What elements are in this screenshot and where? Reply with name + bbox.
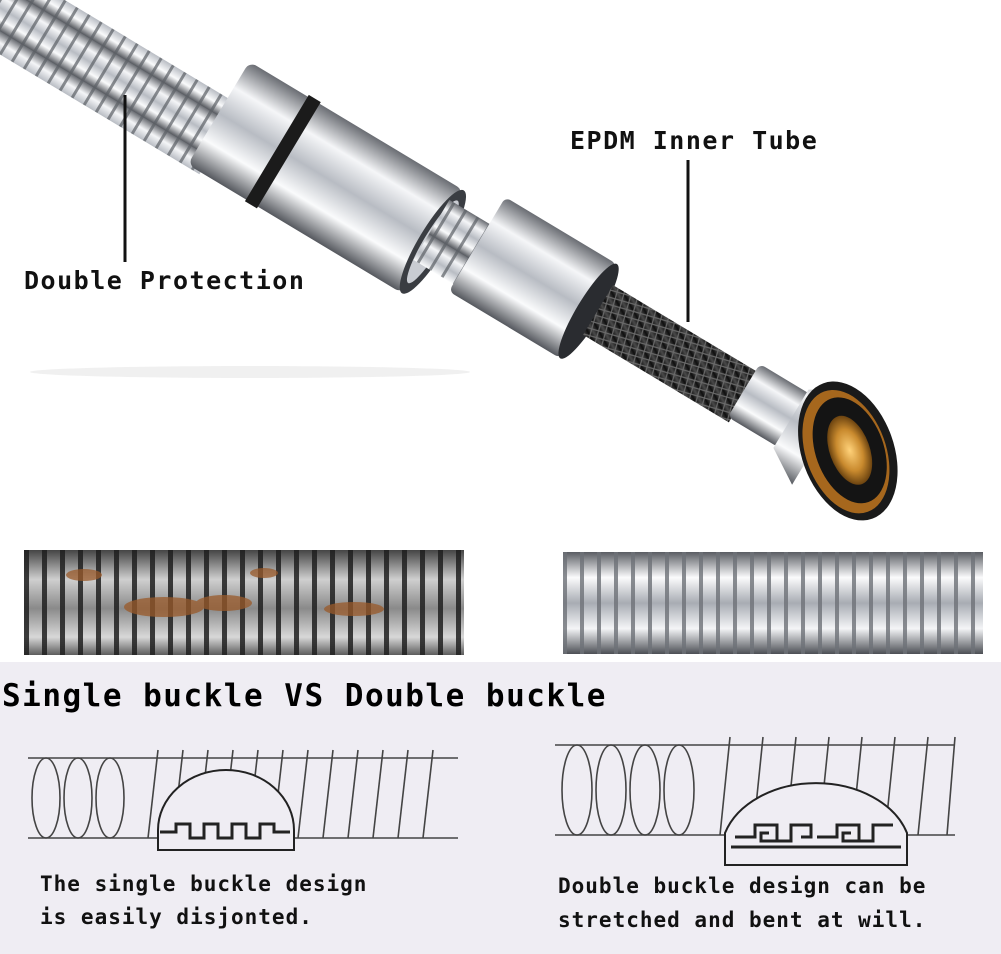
double-buckle-caption-line1: Double buckle design can be [558,874,927,898]
single-buckle-caption-line1: The single buckle design [40,872,368,896]
single-buckle-caption-line2: is easily disjonted. [40,905,313,929]
hose-product-image [0,0,898,521]
epdm-inner-tube-label: EPDM Inner Tube [570,126,819,155]
double-buckle-caption-line2: stretched and bent at will. [558,908,927,932]
double-buckle-diagram [555,736,956,866]
single-buckle-diagram [28,749,458,851]
clean-hose-photo [563,552,983,654]
comparison-title: Single buckle VS Double buckle [2,678,607,714]
double-protection-label: Double Protection [24,266,306,295]
rusty-hose-photo [24,550,464,655]
